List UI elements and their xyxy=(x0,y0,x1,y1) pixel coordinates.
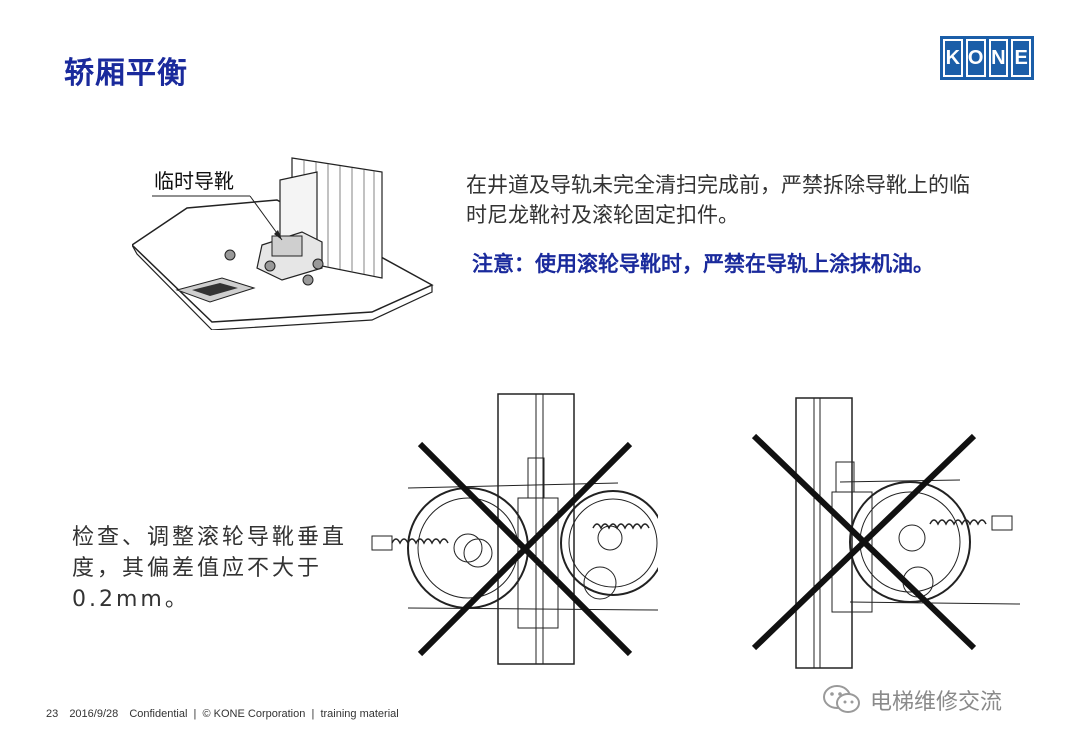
footer-date: 2016/9/28 xyxy=(69,708,119,720)
check-instruction: 检查、调整滚轮导靴垂直度，其偏差值应不大于0.2mm。 xyxy=(72,525,348,612)
warning-text: 注意：使用滚轮导靴时，严禁在导轨上涂抹机油。 xyxy=(472,252,934,276)
slide-footer: 23 2016/9/28 Confidential | © KONE Corpo… xyxy=(46,708,407,720)
page-number: 23 xyxy=(46,708,59,720)
wechat-icon xyxy=(823,685,860,713)
figure-label: 临时导靴 xyxy=(154,169,234,193)
roller-guide-figure-right xyxy=(751,397,1021,669)
roller-guide-figure-left xyxy=(371,393,658,665)
logo-letter-o: O xyxy=(965,39,986,77)
logo-letter-e: E xyxy=(1011,39,1031,77)
watermark-text: 电梯维修交流 xyxy=(870,690,1003,715)
footer-text: Confidential | © KONE Corporation | trai… xyxy=(129,708,399,720)
slide-title: 轿厢平衡 xyxy=(64,56,188,91)
temporary-guide-shoe-figure: 临时导靴 xyxy=(132,157,434,330)
kone-logo: K O N E xyxy=(940,36,1034,80)
instruction-paragraph: 在井道及导轨未完全清扫完成前，严禁拆除导靴上的临时尼龙靴衬及滚轮固定扣件。 xyxy=(466,173,970,227)
logo-letter-k: K xyxy=(943,39,963,77)
watermark: 电梯维修交流 xyxy=(822,684,1002,716)
logo-letter-n: N xyxy=(988,39,1009,77)
